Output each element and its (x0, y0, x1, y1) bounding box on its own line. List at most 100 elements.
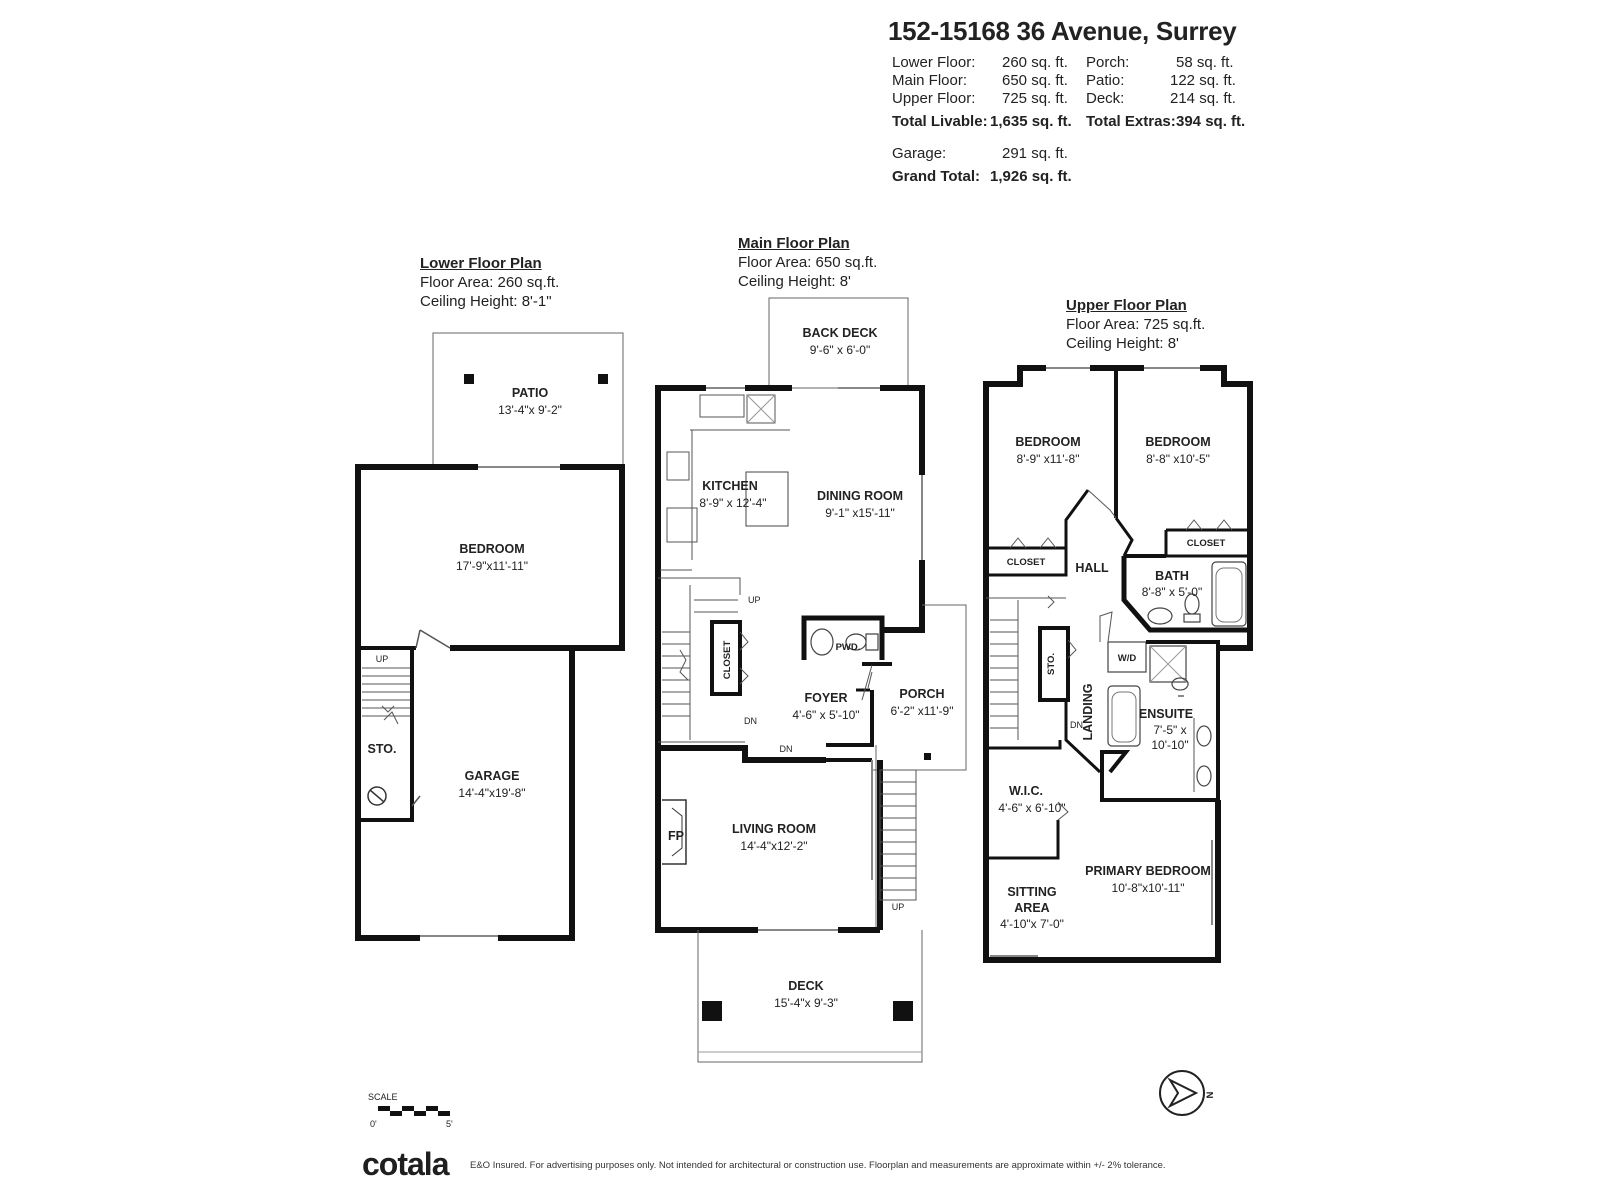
upper-plan-ceiling: Ceiling Height: 8' (1066, 335, 1179, 352)
stat-porch-label: Porch: (1086, 54, 1130, 71)
brand-logo: cotala (362, 1146, 449, 1182)
main-plan-caption: Main Floor Plan Floor Area: 650 sq.ft. C… (738, 234, 877, 291)
upper-plan-area: Floor Area: 725 sq.ft. (1066, 316, 1206, 333)
main-plan-area: Floor Area: 650 sq.ft. (738, 254, 878, 271)
bathtub-icon (1111, 691, 1137, 743)
room-name-bed2: BEDROOM (1145, 435, 1210, 449)
stat-main-label: Main Floor: (892, 72, 968, 89)
toilet-icon (845, 633, 879, 651)
door-swing (1009, 537, 1027, 549)
room-dim-living: 14'-4"x12'-2" (740, 839, 807, 853)
sink-icon (1196, 725, 1212, 747)
lower-plan-area: Floor Area: 260 sq.ft. (420, 274, 560, 291)
upper-wall (1100, 640, 1220, 802)
room-name-main-closet: CLOSET (722, 641, 733, 680)
room-dim-patio: 13'-4"x 9'-2" (498, 403, 562, 417)
upper-sto-wall (1038, 626, 1070, 702)
upper-wall (986, 820, 1060, 860)
stat-patio-value: 122 sq. ft. (1170, 72, 1236, 89)
lower-plan-title: Lower Floor Plan (420, 255, 542, 272)
main-wall (826, 690, 874, 747)
upper-wall (1114, 517, 1134, 557)
door-swing (1185, 519, 1203, 531)
room-name-sitting-2: AREA (1014, 901, 1049, 915)
fridge-icon (666, 507, 698, 543)
grand-total-value: 1,926 sq. ft. (990, 168, 1072, 185)
upper-wall (1200, 365, 1253, 651)
door-swing (411, 795, 421, 807)
porch-post (924, 753, 931, 760)
kitchen-appliance (746, 394, 776, 424)
scale-bar: SCALE 0' 5' (368, 1092, 453, 1129)
stair-label-dn: DN (744, 716, 757, 726)
room-name-wd: W/D (1118, 653, 1137, 664)
room-name-closet1: CLOSET (1007, 557, 1046, 568)
entry-stairs (879, 769, 917, 901)
stat-patio-label: Patio: (1086, 72, 1125, 89)
room-dim-deck: 15'-4"x 9'-3" (774, 996, 838, 1010)
patio-post (464, 374, 474, 384)
room-name-lower-sto: STO. (368, 742, 397, 756)
shower-icon (1149, 645, 1187, 683)
room-dim-back-deck: 9'-6" x 6'-0" (810, 343, 870, 357)
room-name-lower-bedroom: BEDROOM (459, 542, 524, 556)
room-dim-porch: 6'-2" x11'-9" (891, 704, 954, 718)
room-dim-ensuite-1: 7'-5" x (1153, 723, 1186, 737)
toilet-icon (1183, 593, 1201, 623)
disclaimer-text: E&O Insured. For advertising purposes on… (470, 1160, 1166, 1171)
sink-icon (810, 628, 834, 656)
door-swing (415, 629, 421, 649)
kitchen-appliance-mark (746, 394, 776, 424)
door-swing (1039, 537, 1057, 549)
upper-wall (986, 740, 1062, 750)
main-wall (655, 385, 758, 933)
door-swing (867, 671, 873, 689)
deck-post (893, 1001, 913, 1021)
upper-plan-title: Upper Floor Plan (1066, 297, 1187, 314)
scale-min: 0' (370, 1119, 377, 1129)
room-name-upper-sto: STO. (1046, 653, 1057, 675)
room-dim-wic: 4'-6" x 6'-10" (998, 801, 1065, 815)
main-wall (658, 745, 826, 763)
main-closet-wall (710, 620, 742, 696)
scale-max: 5' (446, 1119, 453, 1129)
bathtub-icon (1211, 561, 1247, 627)
room-name-garage: GARAGE (465, 769, 520, 783)
stair-label-up: UP (376, 654, 389, 664)
sink-icon (1147, 607, 1173, 625)
room-name-pwd: PWD. (836, 642, 861, 653)
kitchen-sink (699, 394, 745, 418)
stat-porch-value: 58 sq. ft. (1176, 54, 1234, 71)
door-swing (739, 667, 749, 685)
stat-upper-value: 725 sq. ft. (1002, 90, 1068, 107)
room-name-bed1: BEDROOM (1015, 435, 1080, 449)
room-name-kitchen: KITCHEN (702, 479, 758, 493)
lower-stairs (362, 667, 410, 725)
scale-label: SCALE (368, 1092, 398, 1102)
room-name-back-deck: BACK DECK (803, 326, 878, 340)
room-name-foyer: FOYER (804, 691, 847, 705)
lower-wall (498, 645, 575, 941)
lower-wall (450, 464, 625, 651)
room-name-deck: DECK (788, 979, 823, 993)
property-address: 152-15168 36 Avenue, Surrey (888, 16, 1237, 46)
door-swing (1067, 639, 1077, 659)
patio-outline (432, 332, 624, 468)
room-name-porch: PORCH (899, 687, 944, 701)
room-name-bath: BATH (1155, 569, 1189, 583)
main-wall (801, 615, 885, 660)
door-swing (1215, 519, 1233, 531)
room-dim-lower-bedroom: 17'-9"x11'-11" (456, 559, 528, 573)
door-swing (739, 631, 749, 651)
room-name-closet2: CLOSET (1187, 538, 1226, 549)
room-dim-bath: 8'-8" x 5'-0" (1142, 585, 1202, 599)
fireplace (662, 799, 687, 865)
garage-stat-value: 291 sq. ft. (1002, 145, 1068, 162)
stair-label-dn: DN (1070, 720, 1083, 730)
room-dim-dining: 9'-1" x15'-11" (825, 506, 895, 520)
upper-wall (1064, 489, 1090, 575)
lower-plan-ceiling: Ceiling Height: 8'-1" (420, 293, 552, 310)
door-swing (1057, 801, 1069, 821)
room-dim-ensuite-2: 10'-10" (1151, 738, 1188, 752)
room-name-patio: PATIO (512, 386, 549, 400)
